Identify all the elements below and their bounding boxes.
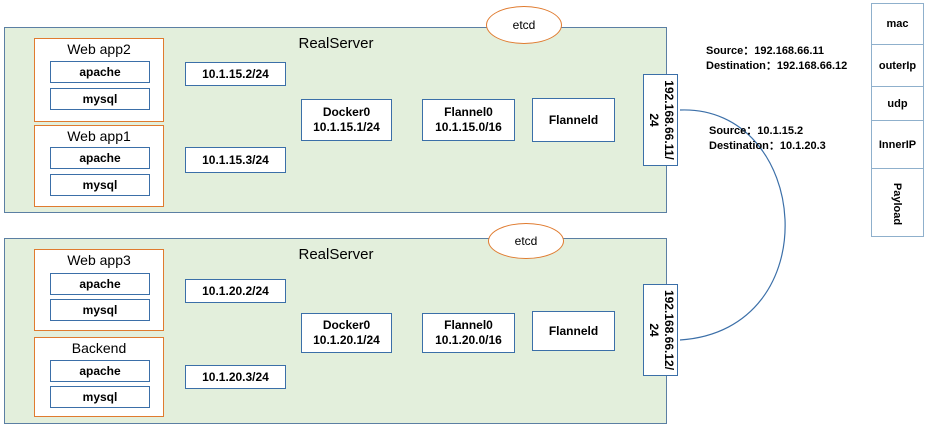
docker0-name: Docker0 [322, 318, 371, 332]
flannel0-interface: Flannel0 10.1.20.0/16 [422, 313, 515, 353]
host-ip: 192.168.66.12/ 24 [646, 289, 676, 371]
flannel0-name: Flannel0 [444, 105, 493, 119]
inner-destination: Destination：10.1.20.3 [709, 140, 826, 152]
apache-service: apache [50, 147, 150, 169]
flannel0-interface: Flannel0 10.1.15.0/16 [422, 99, 515, 141]
stack-cell-mac: mac [886, 18, 909, 30]
outer-source: Source：192.168.66.11 [706, 45, 825, 57]
flanneld-daemon: Flanneld [532, 98, 615, 142]
mysql-service: mysql [50, 88, 150, 110]
stack-cell-payload: Payload [872, 168, 923, 238]
outer-destination: Destination：192.168.66.12 [706, 60, 848, 72]
host-ip: 192.168.66.11/ 24 [646, 80, 676, 160]
docker0-bridge: Docker0 10.1.20.1/24 [301, 313, 392, 353]
apache-service: apache [50, 61, 150, 83]
flannel0-ip: 10.1.15.0/16 [435, 120, 502, 134]
container-ip: 10.1.20.3/24 [185, 365, 286, 389]
server-title: RealServer [298, 35, 374, 52]
mysql-service: mysql [50, 386, 150, 408]
container-ip: 10.1.20.2/24 [185, 279, 286, 303]
inner-source: Source：10.1.15.2 [709, 125, 804, 137]
etcd-node: etcd [488, 223, 564, 259]
inner-packet-info: Source：10.1.15.2 Destination：10.1.20.3 [709, 124, 826, 154]
server-title: RealServer [298, 246, 374, 263]
packet-stack: mac outerIp udp InnerIP Payload [871, 3, 924, 237]
app-title: Web app1 [67, 128, 131, 144]
app-title: Web app3 [67, 252, 131, 268]
docker0-ip: 10.1.20.1/24 [313, 333, 380, 347]
etcd-node: etcd [486, 6, 562, 44]
payload-label: Payload [891, 182, 904, 225]
stack-cell-udp: udp [872, 86, 923, 120]
apache-service: apache [50, 360, 150, 382]
container-ip: 10.1.15.2/24 [185, 62, 286, 86]
app-title: Web app2 [67, 41, 131, 57]
flanneld-daemon: Flanneld [532, 311, 615, 351]
docker0-name: Docker0 [322, 105, 371, 119]
host-ip-box: 192.168.66.12/ 24 [643, 284, 678, 376]
docker0-bridge: Docker0 10.1.15.1/24 [301, 99, 392, 141]
stack-cell-outerip: outerIp [872, 44, 923, 86]
docker0-ip: 10.1.15.1/24 [313, 120, 380, 134]
outer-packet-info: Source：192.168.66.11 Destination：192.168… [706, 44, 847, 74]
host-ip-box: 192.168.66.11/ 24 [643, 74, 678, 166]
mysql-service: mysql [50, 174, 150, 196]
flannel0-name: Flannel0 [444, 318, 493, 332]
mysql-service: mysql [50, 299, 150, 321]
app-title: Backend [71, 340, 127, 356]
apache-service: apache [50, 273, 150, 295]
stack-cell-innerip: InnerIP [872, 120, 923, 168]
container-ip: 10.1.15.3/24 [185, 147, 286, 173]
flannel0-ip: 10.1.20.0/16 [435, 333, 502, 347]
